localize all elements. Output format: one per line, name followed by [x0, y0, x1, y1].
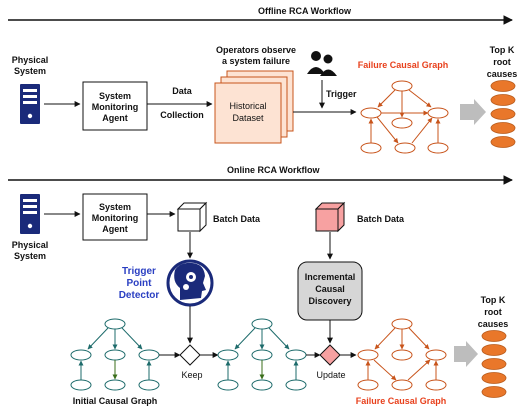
- online-topk-1: Top K: [481, 295, 506, 305]
- server-icon: [20, 84, 40, 124]
- online-agent-line-2: Monitoring: [92, 213, 139, 223]
- initial-graph-label: Initial Causal Graph: [73, 396, 158, 406]
- online-title: Online RCA Workflow: [227, 165, 321, 175]
- offline-agent-line-2: Monitoring: [92, 102, 139, 112]
- operators-icon: [307, 51, 337, 76]
- trigger-label: Trigger: [326, 89, 357, 99]
- batch-data-label-1: Batch Data: [213, 214, 261, 224]
- offline-root-cause-stack: [490, 80, 516, 148]
- dataset-label-2: Dataset: [232, 113, 264, 123]
- icd-box: Incremental Causal Discovery: [297, 261, 363, 321]
- offline-title: Offline RCA Workflow: [258, 6, 352, 16]
- update-diamond: [319, 344, 341, 366]
- offline-output-arrow: [460, 99, 486, 125]
- online-topk-2: root: [484, 307, 502, 317]
- online-agent-line-1: System: [99, 202, 131, 212]
- offline-failure-graph-title: Failure Causal Graph: [358, 60, 449, 70]
- online-failure-causal-graph: [357, 318, 447, 391]
- batch-data-label-2: Batch Data: [357, 214, 405, 224]
- initial-causal-graph: [70, 318, 160, 391]
- data-collection-label-2: Collection: [160, 110, 204, 120]
- offline-agent-box: System Monitoring Agent: [82, 81, 148, 131]
- offline-agent-line-3: Agent: [102, 113, 128, 123]
- dataset-label-1: Historical: [229, 101, 266, 111]
- online-output-arrow: [454, 341, 478, 367]
- icd-label-2: Causal: [315, 284, 345, 294]
- offline-agent-line-1: System: [99, 91, 131, 101]
- tpd-label-2: Point: [127, 278, 153, 289]
- operators-label-1: Operators observe: [216, 45, 296, 55]
- keep-label: Keep: [181, 370, 202, 380]
- online-agent-box: System Monitoring Agent: [82, 193, 148, 241]
- offline-failure-causal-graph: [360, 80, 449, 154]
- historical-dataset-stack: Historical Dataset: [214, 70, 294, 144]
- data-collection-label-1: Data: [172, 86, 193, 96]
- update-label: Update: [316, 370, 345, 380]
- offline-topk-3: causes: [487, 69, 518, 79]
- online-failure-graph-title: Failure Causal Graph: [356, 396, 447, 406]
- offline-topk-2: root: [493, 57, 511, 67]
- offline-physical-label-2: System: [14, 66, 46, 76]
- batch-data-cube-1: [177, 202, 207, 232]
- operators-label-2: a system failure: [222, 56, 290, 66]
- intermediate-causal-graph: [217, 318, 307, 391]
- online-physical-label-1: Physical: [12, 240, 49, 250]
- online-agent-line-3: Agent: [102, 224, 128, 234]
- icd-label-3: Discovery: [308, 296, 351, 306]
- brain-gear-icon: [166, 259, 214, 307]
- offline-topk-1: Top K: [490, 45, 515, 55]
- icd-label-1: Incremental: [305, 272, 356, 282]
- pink-batch-data-cube: [315, 202, 345, 232]
- offline-physical-label-1: Physical: [12, 55, 49, 65]
- offline-physical-system: Physical System: [12, 55, 49, 124]
- online-root-cause-stack: [481, 330, 507, 398]
- online-physical-label-2: System: [14, 251, 46, 261]
- online-physical-system: Physical System: [12, 194, 49, 261]
- tpd-label-3: Detector: [119, 290, 160, 301]
- server-icon: [20, 194, 40, 234]
- online-topk-3: causes: [478, 319, 509, 329]
- tpd-label-1: Trigger: [122, 266, 156, 277]
- keep-diamond: [179, 344, 201, 366]
